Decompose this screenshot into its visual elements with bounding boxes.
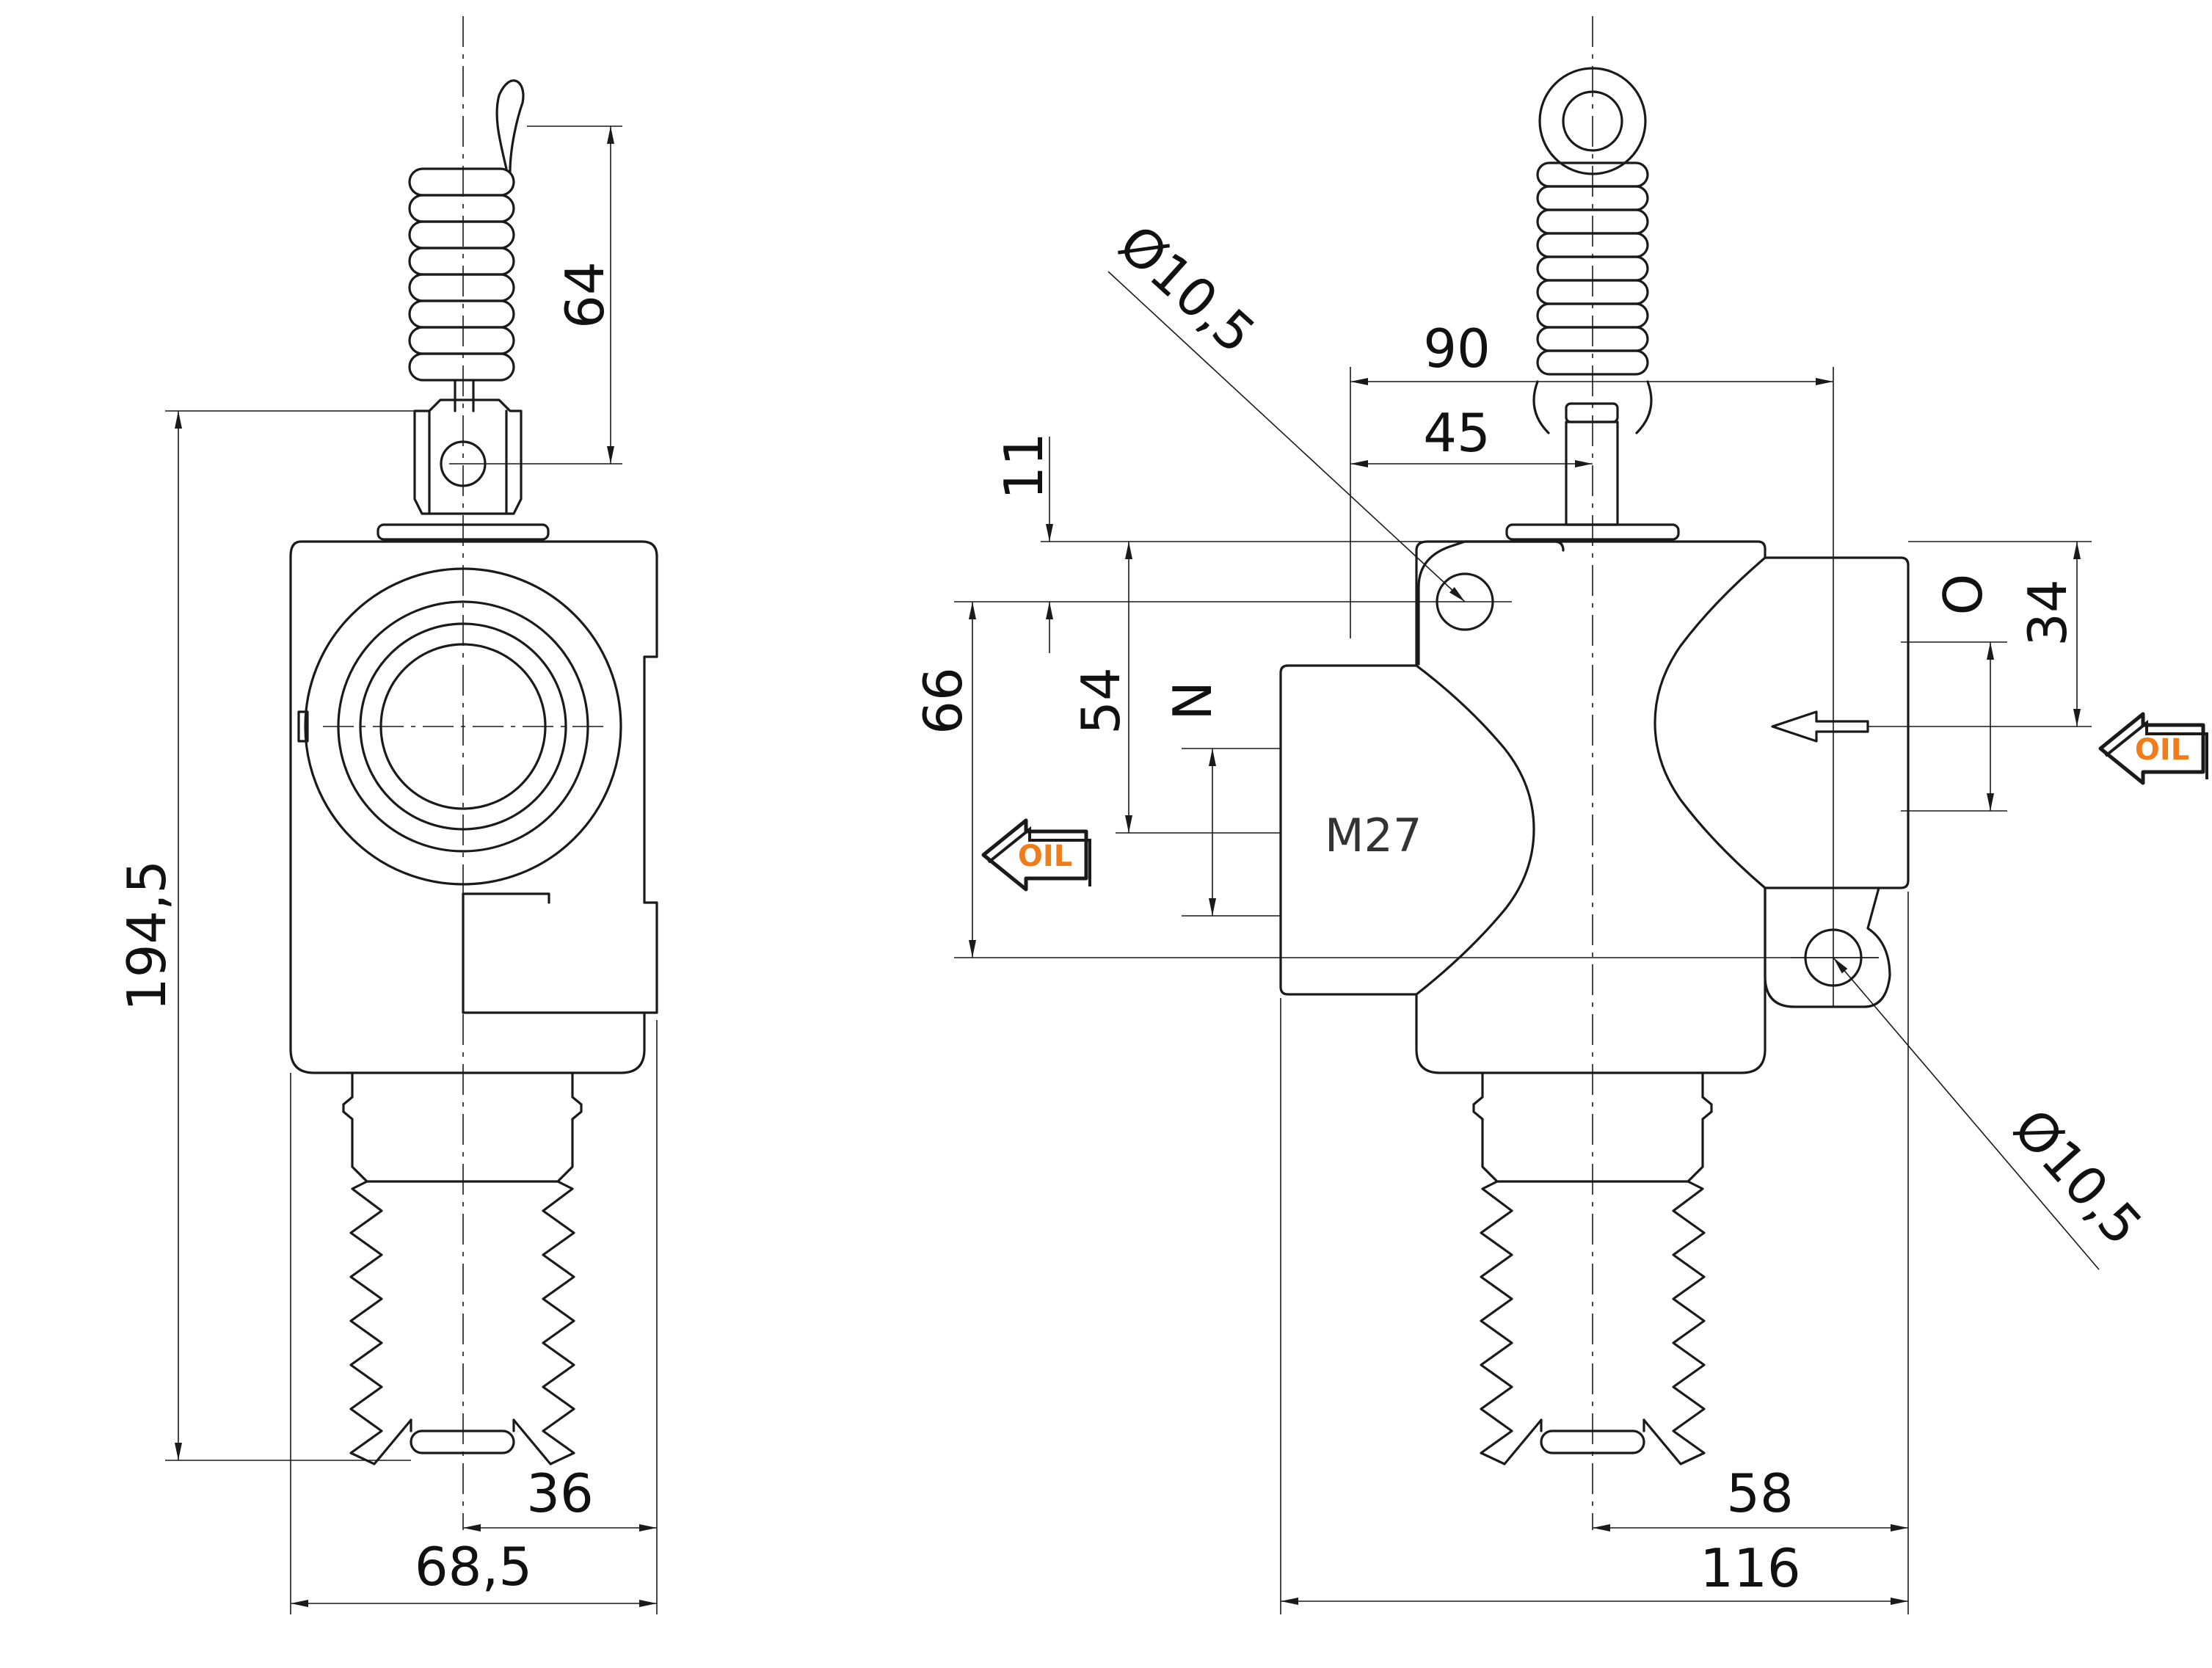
side-bore-outer bbox=[304, 567, 622, 886]
front-body bbox=[1279, 540, 1910, 1074]
front-bellows bbox=[1480, 1180, 1706, 1465]
side-bore-ring bbox=[359, 622, 567, 831]
dim-194-5: 194,5 bbox=[116, 860, 178, 1011]
side-neck bbox=[342, 1071, 583, 1183]
leader-hole-top bbox=[1107, 271, 1466, 602]
front-neck bbox=[1472, 1071, 1713, 1183]
dim-58: 58 bbox=[1726, 1463, 1794, 1524]
oil-arrow-right-icon bbox=[2098, 712, 2205, 785]
oil-label-left: OIL bbox=[1018, 840, 1072, 873]
dim-90: 90 bbox=[1423, 318, 1491, 379]
dim-11: 11 bbox=[993, 432, 1055, 500]
front-spring-eye-outer bbox=[1538, 67, 1647, 175]
front-ear-bottom bbox=[1764, 886, 1891, 1008]
oil-label-right: OIL bbox=[2135, 733, 2189, 767]
port-o-label: O bbox=[1932, 574, 1994, 616]
oil-badge-right: OIL bbox=[2098, 712, 2208, 785]
side-flange bbox=[376, 523, 550, 541]
front-view: M27 Ø10,5 Ø10,5 90 45 11 bbox=[912, 16, 2208, 1614]
dim-36: 36 bbox=[526, 1463, 594, 1524]
dim-54: 54 bbox=[1070, 667, 1132, 735]
side-body bbox=[289, 540, 658, 1074]
port-n-label: N bbox=[1162, 681, 1223, 721]
leader-hole-bottom bbox=[1833, 957, 2100, 1270]
front-hex-right bbox=[1653, 556, 1767, 889]
oil-arrow-left-icon bbox=[981, 818, 1088, 892]
thread-label: M27 bbox=[1325, 809, 1422, 862]
dim-68-5: 68,5 bbox=[415, 1536, 532, 1598]
side-view: 64 194,5 36 68,5 bbox=[116, 16, 658, 1614]
dim-66: 66 bbox=[912, 667, 974, 735]
front-flange bbox=[1505, 523, 1680, 541]
flow-arrow-icon bbox=[1771, 710, 1869, 743]
dim-hole-bottom: Ø10,5 bbox=[2001, 1097, 2154, 1256]
side-clevis bbox=[413, 398, 523, 515]
front-ear-top bbox=[1417, 540, 1565, 666]
front-hex-left bbox=[1415, 664, 1535, 996]
front-stem bbox=[1565, 402, 1619, 423]
dim-34: 34 bbox=[2017, 579, 2078, 647]
front-spring bbox=[1532, 161, 1653, 434]
side-spring-hook bbox=[495, 79, 525, 174]
front-spring-eye-inner bbox=[1562, 90, 1623, 152]
front-rod-end bbox=[1540, 1430, 1645, 1454]
dim-hole-top: Ø10,5 bbox=[1107, 213, 1267, 365]
side-bellows bbox=[349, 1180, 575, 1465]
side-spring bbox=[408, 167, 515, 382]
dim-64: 64 bbox=[554, 261, 616, 329]
dim-116: 116 bbox=[1700, 1537, 1800, 1599]
oil-badge-left: OIL bbox=[981, 818, 1091, 892]
dim-45: 45 bbox=[1423, 402, 1491, 464]
side-rod-end bbox=[410, 1430, 515, 1454]
